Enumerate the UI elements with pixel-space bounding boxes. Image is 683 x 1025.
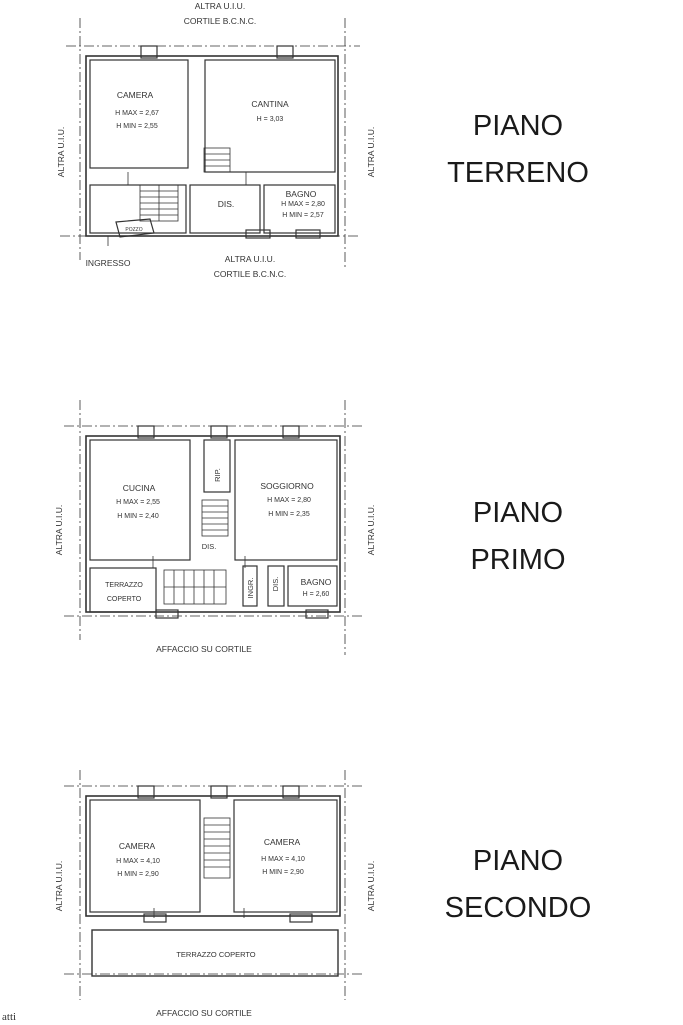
title-line: TERRENO [447,157,589,189]
second-left-label: ALTRA U.I.U. [54,861,64,911]
room-name: SOGGIORNO [260,481,314,491]
title-line: PIANO [472,110,564,142]
room-height: H MAX = 4,10 [261,856,305,863]
plan-first-floor [64,400,362,655]
room-height: H MAX = 4,10 [116,858,160,865]
room-height: H = 3,03 [257,116,284,123]
first-floor-title: PIANO PRIMO [418,499,618,575]
room-height: H MIN = 2,90 [262,869,304,876]
room-name: CAMERA [117,90,154,100]
title-line: PIANO [472,845,564,877]
second-right-label: ALTRA U.I.U. [366,861,376,911]
room-height: H MAX = 2,55 [116,499,160,506]
room-name: INGR. [246,578,255,599]
room-height: H = 2,60 [303,591,330,598]
room-name: CANTINA [251,99,289,109]
room-name: DIS. [271,577,280,592]
title-line: PRIMO [470,544,566,576]
ground-top-label-2: CORTILE B.C.N.C. [184,16,257,26]
room-name: CUCINA [123,483,156,493]
first-bottom-label: AFFACCIO SU CORTILE [156,644,252,654]
room-height: H MAX = 2,67 [115,110,159,117]
second-bottom-label: AFFACCIO SU CORTILE [156,1008,252,1018]
room-height: H MIN = 2,40 [117,513,159,520]
plan-second-floor [64,770,362,1000]
stray-text: atti [2,1011,17,1023]
ground-bottom-label: ALTRA U.I.U. [225,254,275,264]
entrance-label: INGRESSO [86,258,131,268]
room-height: H MAX = 2,80 [267,497,311,504]
title-line: PIANO [472,497,564,529]
ground-bottom-label-2: CORTILE B.C.N.C. [214,269,287,279]
room-name: RIP. [213,468,222,482]
room-height: H MIN = 2,57 [282,212,324,219]
plan-ground-floor [60,18,360,270]
ground-left-label: ALTRA U.I.U. [56,127,66,177]
ground-right-label: ALTRA U.I.U. [366,127,376,177]
first-left-label: ALTRA U.I.U. [54,505,64,555]
room-name: COPERTO [107,596,142,603]
well-label: POZZO [125,227,142,233]
room-name: CAMERA [119,841,156,851]
room-height: H MIN = 2,55 [116,123,158,130]
ground-top-label: ALTRA U.I.U. [195,1,245,11]
room-name: TERRAZZO COPERTO [176,950,255,959]
room-height: H MIN = 2,90 [117,871,159,878]
room-name: BAGNO [301,577,332,587]
title-line: SECONDO [444,892,592,924]
room-name: CAMERA [264,837,301,847]
ground-floor-title: PIANO TERRENO [418,112,618,188]
room-height: H MAX = 2,80 [281,201,325,208]
room-name: TERRAZZO [105,582,143,589]
room-name: BAGNO [286,189,317,199]
room-height: H MIN = 2,35 [268,511,310,518]
second-floor-title: PIANO SECONDO [418,847,618,923]
room-name: DIS. [202,542,217,551]
room-name: DIS. [218,199,235,209]
first-right-label: ALTRA U.I.U. [366,505,376,555]
